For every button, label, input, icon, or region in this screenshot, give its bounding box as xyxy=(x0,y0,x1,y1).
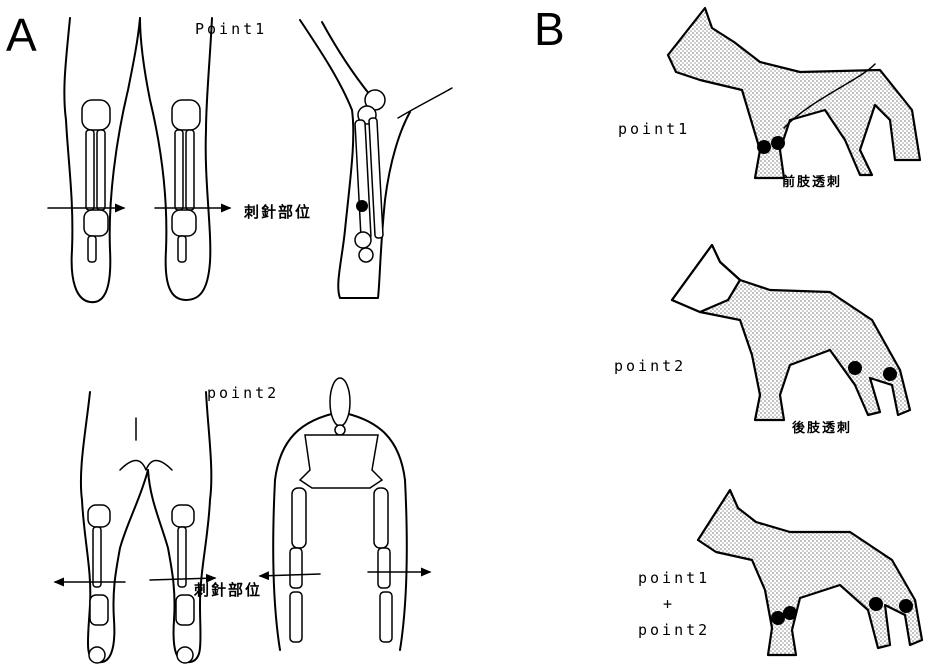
dog-1 xyxy=(668,8,920,178)
dog1-caption: 前肢透刺 xyxy=(782,176,842,189)
point1-title: Point1 xyxy=(195,22,267,37)
point2-title: point2 xyxy=(207,386,279,401)
dog3-point-label-1: point1 xyxy=(638,571,710,586)
hind-legs-back-view xyxy=(81,392,211,663)
needle-site-label-2: 刺針部位 xyxy=(194,583,262,598)
front-leg-left-bones xyxy=(82,100,200,262)
dog3-point-label-2: point2 xyxy=(638,623,710,638)
needle-line-point2-b xyxy=(260,572,430,576)
dog1-point-label: point1 xyxy=(618,122,690,137)
panel-a-letter: A xyxy=(6,12,37,58)
needle-line-point2-a xyxy=(55,578,215,582)
needle-site-label-1: 刺針部位 xyxy=(244,205,312,220)
dog3-plus: + xyxy=(663,597,675,612)
dog2-point-label: point2 xyxy=(614,359,686,374)
pelvis-skeleton xyxy=(273,378,407,650)
front-leg-side-view xyxy=(300,20,452,298)
dog2-caption: 後肢透刺 xyxy=(792,422,852,435)
dog-2 xyxy=(672,245,910,420)
panel-b-letter: B xyxy=(534,6,565,52)
dog-3 xyxy=(698,490,922,655)
